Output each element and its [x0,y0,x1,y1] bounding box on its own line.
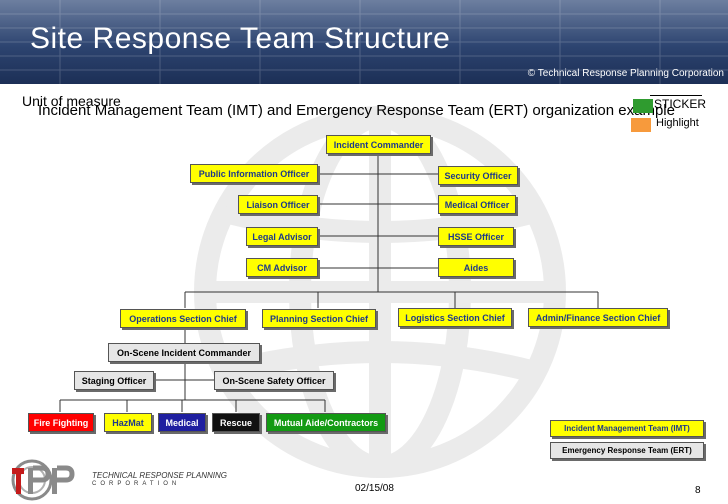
box-legal-advisor: Legal Advisor [246,227,318,246]
box-mutual-aide-contractors: Mutual Aide/Contractors [266,413,386,432]
header-bar: Site Response Team Structure © Technical… [0,0,728,84]
box-rescue: Rescue [212,413,260,432]
page-number: 8 [695,485,701,496]
logo-corporation: CORPORATION [92,481,181,487]
highlight-swatch [631,118,651,132]
legend-imt: Incident Management Team (IMT) [550,420,704,437]
box-fire-fighting: Fire Fighting [28,413,94,432]
logo-company-name: TECHNICAL RESPONSE PLANNING [92,471,227,480]
sticker-swatch [633,99,653,113]
sticker-divider [650,95,702,96]
box-hazmat: HazMat [104,413,152,432]
legend-ert: Emergency Response Team (ERT) [550,442,704,459]
header-pattern [0,0,728,84]
chart-subtitle: Incident Management Team (IMT) and Emerg… [38,102,675,119]
box-on-scene-incident-commander: On-Scene Incident Commander [108,343,260,362]
box-medical-officer: Medical Officer [438,195,516,214]
copyright-text: © Technical Response Planning Corporatio… [527,68,724,79]
box-security-officer: Security Officer [438,166,518,185]
unit-of-measure: Unit of measure [22,93,121,109]
trp-logo-icon [11,459,75,501]
box-admin-finance-section-chief: Admin/Finance Section Chief [528,308,668,327]
page-title: Site Response Team Structure [30,22,451,55]
box-incident-commander: Incident Commander [326,135,431,154]
box-logistics-section-chief: Logistics Section Chief [398,308,512,327]
box-staging-officer: Staging Officer [74,371,154,390]
sticker-label: STICKER [654,97,707,111]
box-liaison-officer: Liaison Officer [238,195,318,214]
box-on-scene-safety-officer: On-Scene Safety Officer [214,371,334,390]
footer-date: 02/15/08 [355,483,394,494]
box-hsse-officer: HSSE Officer [438,227,514,246]
box-planning-section-chief: Planning Section Chief [262,309,376,328]
box-aides: Aides [438,258,514,277]
box-medical: Medical [158,413,206,432]
highlight-label: Highlight [656,117,699,129]
box-public-information-officer: Public Information Officer [190,164,318,183]
box-cm-advisor: CM Advisor [246,258,318,277]
box-operations-section-chief: Operations Section Chief [120,309,246,328]
